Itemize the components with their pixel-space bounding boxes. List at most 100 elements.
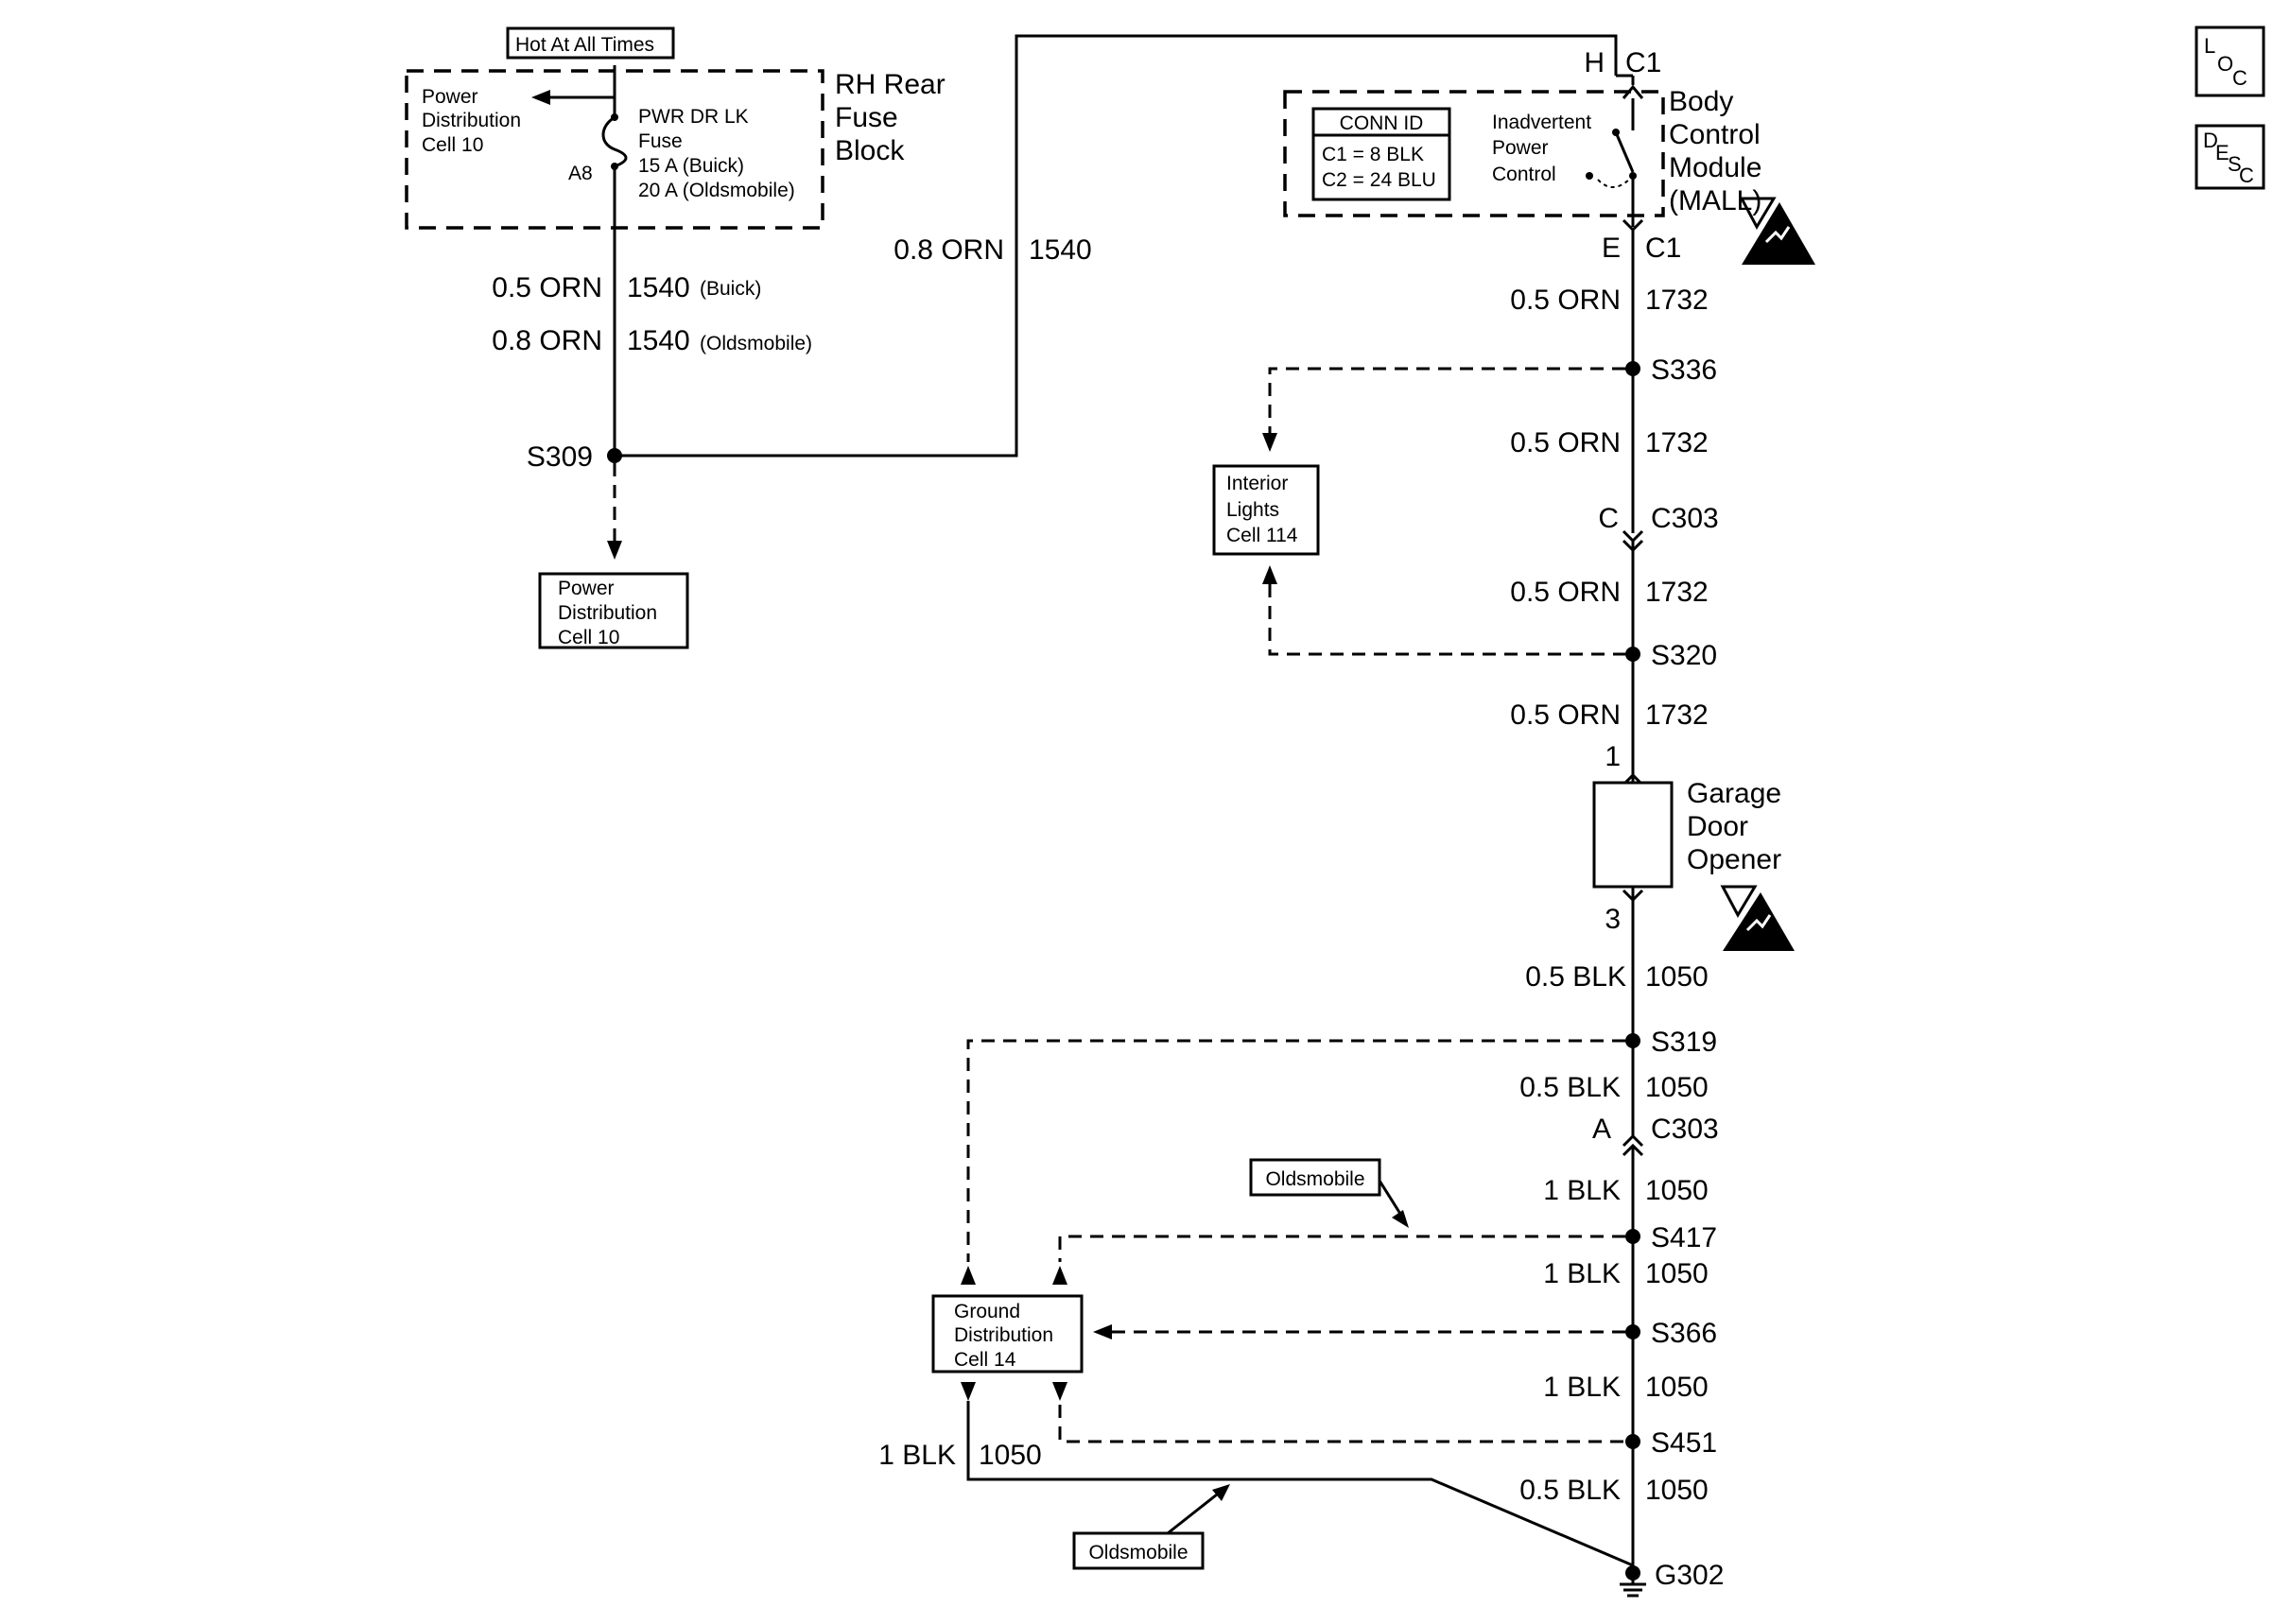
hot-at-all-times-label: Hot At All Times [515,34,654,56]
pd-ref-bottom-line-1: Power [558,578,615,599]
s336-to-interior-lights [1268,367,1625,433]
olds-label-top: Oldsmobile [1265,1168,1364,1190]
fuse-rating-olds: 20 A (Oldsmobile) [638,180,795,201]
desc-letter-s: S [2228,152,2242,176]
ground-w2-circuit: 1050 [1645,1072,1709,1103]
c303-upper-label: C303 [1651,503,1719,534]
pd-ref-top-line-3: Cell 10 [422,134,483,156]
ground-w3-circuit: 1050 [1645,1175,1709,1206]
bcm-pin-h: H [1584,47,1605,78]
wire-buick-gauge: 0.5 ORN [492,272,602,303]
s451-to-ground-distribution [1058,1405,1625,1443]
desc-button[interactable]: D E S C [2195,124,2265,190]
fuse-name-2: Fuse [638,130,683,152]
feed-circuit-1732: 0.5 ORN 1732 S336 0.5 ORN 1732 C C303 0.… [1212,230,1719,775]
bcm-name-2: Control [1669,119,1761,150]
splice-s336: S336 [1651,354,1717,386]
splice-s451: S451 [1651,1427,1717,1459]
ground-w5-circuit: 1050 [1645,1372,1709,1403]
bcm-pin-e: E [1602,233,1621,264]
ground-w6-circuit: 1050 [1645,1475,1709,1506]
ground-w3-gauge: 1 BLK [1543,1175,1621,1206]
garage-door-opener: 1 3 Garage Door Opener [1592,741,1795,951]
ground-w6-gauge: 0.5 BLK [1519,1475,1621,1506]
gd-ref-line-1: Ground [954,1301,1020,1322]
ground-w4-gauge: 1 BLK [1543,1258,1621,1289]
wire-olds-note: (Oldsmobile) [700,333,812,354]
fuse-block-name-3: Block [835,135,905,166]
fuse-block-name-2: Fuse [835,102,898,133]
c303-pin-c: C [1598,503,1619,534]
ipc-switch-blade [1614,131,1635,173]
ground-distribution-ref-box[interactable] [931,1294,1084,1373]
splice-s366: S366 [1651,1318,1717,1349]
interior-lights-ref-box[interactable] [1212,464,1320,556]
splice-s319-dot [1625,1033,1640,1048]
pd-ref-bottom-line-3: Cell 10 [558,627,619,648]
s319-arrowhead [961,1266,976,1285]
s417-arrowhead [1052,1266,1067,1285]
bypass-arrowhead [961,1382,976,1401]
feed-w2-gauge: 0.5 ORN [1510,427,1621,458]
gdo-component-box [1592,781,1674,889]
gd-ref-line-2: Distribution [954,1324,1053,1346]
interior-ref-line-3: Cell 114 [1226,525,1298,546]
conn-id-c2: C2 = 24 BLU [1322,169,1436,191]
fuse-symbol [601,115,628,168]
desc-button-box[interactable] [2195,124,2265,190]
desc-letter-c: C [2239,164,2254,187]
feed-w1-gauge: 0.5 ORN [1510,285,1621,316]
ipc-switch-alt-contact [1586,172,1593,180]
connector-c1-top-symbol [1622,84,1644,99]
fuse-block-name-1: RH Rear [835,69,946,100]
bypass-circuit: 1050 [979,1440,1042,1471]
feed-w3-gauge: 0.5 ORN [1510,577,1621,608]
ground-w2-gauge: 0.5 BLK [1519,1072,1621,1103]
s417-to-ground-distribution [1058,1235,1625,1262]
splice-s366-dot [1625,1324,1640,1339]
bcm-name-1: Body [1669,86,1733,117]
ground-circuit-1050: 0.5 BLK 1050 S319 0.5 BLK 1050 A C303 1 … [878,900,1724,1598]
gdo-pin-3: 3 [1605,904,1621,935]
olds-bottom-leader-arrow [1212,1484,1230,1501]
s366-arrowhead [1093,1324,1112,1339]
bcm-outline [1283,90,1665,217]
ground-w4-circuit: 1050 [1645,1258,1709,1289]
interior-ref-line-1: Interior [1226,473,1288,494]
s336-arrowhead [1262,433,1277,452]
fuse-block-section: Hot At All Times RH Rear Fuse Block Powe… [405,26,1618,649]
connector-c303-lower-symbol-2 [1622,1143,1644,1157]
pd-ref-bottom-box[interactable] [538,572,689,649]
loc-letter-o: O [2217,52,2233,76]
bcm-conn-c1-top: C1 [1625,47,1661,78]
s451-arrowhead [1052,1382,1067,1401]
wire2-circuit: 1540 [1029,234,1092,266]
s309-arrowhead [607,541,622,560]
olds-top-leader [1378,1180,1402,1215]
loc-button-box[interactable] [2195,26,2265,97]
s320-arrowhead [1262,565,1277,584]
gdo-pin-1: 1 [1605,741,1621,772]
wire2-gauge: 0.8 ORN [894,234,1004,266]
splice-s320: S320 [1651,640,1717,671]
ipc-line-3: Control [1492,164,1556,185]
c303-lower-label: C303 [1651,1114,1719,1145]
bcm-conn-c1-bottom: C1 [1645,233,1681,264]
feed-w4-circuit: 1732 [1645,700,1709,731]
gdo-name-1: Garage [1687,778,1781,809]
esd-sensitive-icon [1720,885,1795,951]
olds-label-bottom-box [1072,1531,1205,1570]
splice-s309: S309 [527,441,593,473]
splice-s320-dot [1625,647,1640,662]
wire-olds-gauge: 0.8 ORN [492,325,602,356]
terminal-a8: A8 [568,163,593,184]
feed-w1-circuit: 1732 [1645,285,1709,316]
ground-w1-circuit: 1050 [1645,961,1709,993]
loc-button[interactable]: L O C [2195,26,2265,97]
ground-g302: G302 [1655,1560,1724,1591]
hot-at-all-times-label-box [506,26,675,60]
olds-bottom-leader [1167,1493,1218,1535]
olds-label-bottom: Oldsmobile [1088,1542,1188,1564]
gdo-name-2: Door [1687,811,1748,842]
